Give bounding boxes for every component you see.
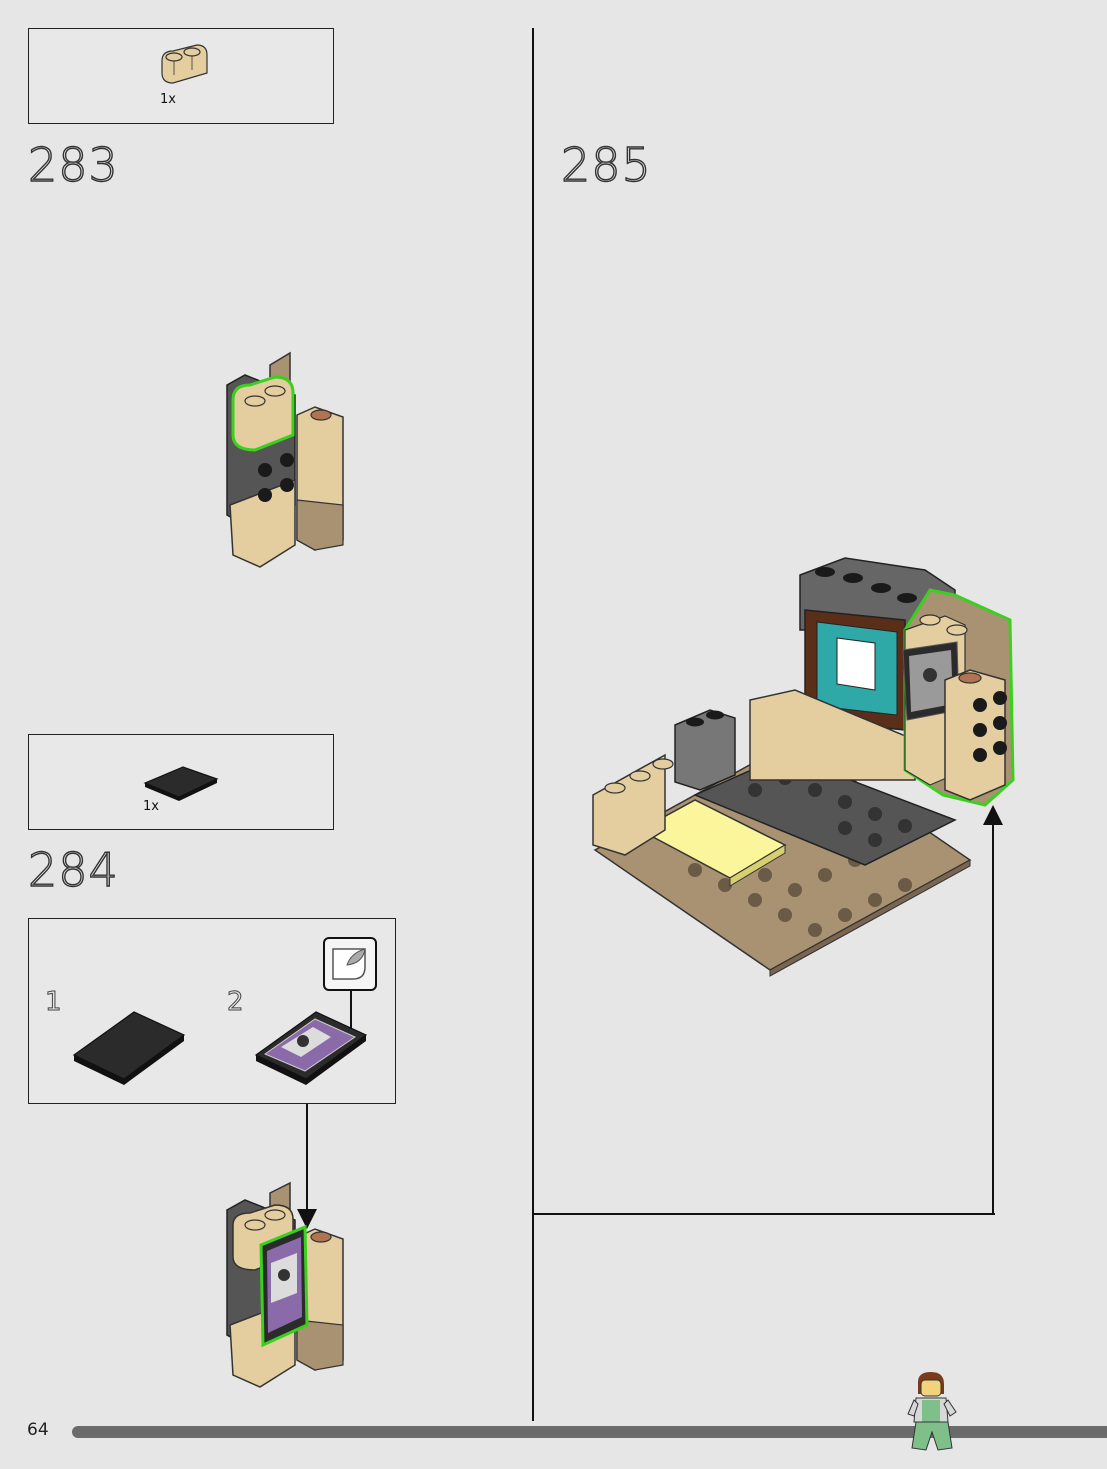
sub-assembly-box: 1 2 <box>28 918 396 1104</box>
tile-2x3-black-icon <box>141 763 221 803</box>
placement-arrow-285-vertical <box>992 820 994 1215</box>
sticker-icon <box>323 937 377 991</box>
parts-callout-283: 1x <box>28 28 334 124</box>
arrow-up-icon <box>982 804 1004 826</box>
sub-step-1: 1 <box>45 987 62 1017</box>
parts-callout-284: 1x <box>28 734 334 830</box>
assembly-283-illustration <box>215 345 365 575</box>
page-number: 64 <box>27 1420 49 1440</box>
brick-1x2-curved-tan-icon <box>157 43 217 93</box>
assembly-284-illustration <box>215 1175 365 1395</box>
sticker-leader-line <box>350 989 352 1029</box>
tile-2x3-black-icon <box>69 1007 189 1087</box>
step-number-284: 284 <box>28 843 119 897</box>
parts-qty: 1x <box>160 92 176 107</box>
parts-qty: 1x <box>143 799 159 814</box>
minifigure-icon <box>908 1370 958 1452</box>
step-number-283: 283 <box>28 138 119 192</box>
sub-step-2: 2 <box>227 987 244 1017</box>
placement-arrow-285-horizontal <box>533 1213 995 1215</box>
step-number-285: 285 <box>561 138 652 192</box>
tile-with-sticker-icon <box>251 1007 371 1087</box>
assembly-285-illustration <box>585 550 1025 980</box>
